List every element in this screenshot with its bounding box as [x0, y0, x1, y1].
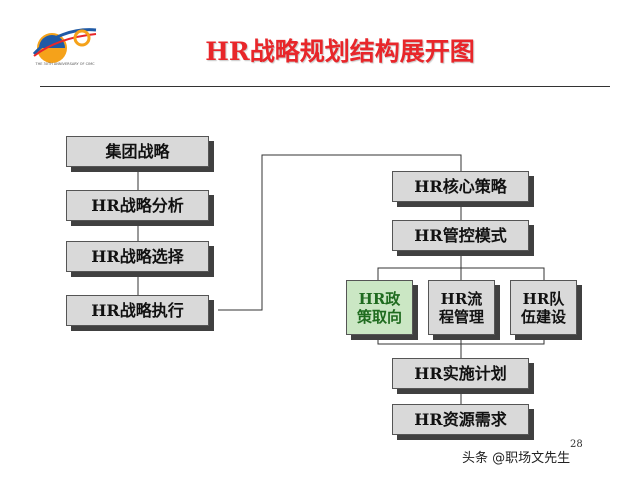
page-number: 28: [570, 439, 583, 450]
connector-sub-bracket-bottom: [377, 335, 545, 345]
hr-team-building-box: HR队 伍建设: [510, 280, 577, 335]
hr-policy-line2: 策取向: [356, 307, 402, 326]
hr-strategy-execution-box: HR战略执行: [66, 295, 209, 326]
hr-process-line2: 程管理: [438, 307, 484, 326]
hr-implementation-plan-box: HR实施计划: [392, 358, 529, 389]
hr-team-line1: HR队: [522, 289, 565, 308]
hr-process-management-box: HR流 程管理: [428, 280, 495, 335]
group-strategy-box: 集团战略: [66, 136, 209, 167]
watermark-text: 头条 @职场文先生: [462, 451, 571, 466]
hr-strategy-selection-box: HR战略选择: [66, 241, 209, 272]
page-title: HR战略规划结构展开图: [205, 37, 475, 66]
hr-process-line1: HR流: [440, 289, 483, 308]
hr-control-mode-box: HR管控模式: [392, 220, 529, 251]
hr-core-strategy-box: HR核心策略: [392, 171, 529, 202]
connector-left-to-right: [218, 154, 462, 311]
hr-policy-line1: HR政: [358, 289, 401, 308]
hr-resource-needs-box: HR资源需求: [392, 404, 529, 435]
hr-policy-orientation-box: HR政 策取向: [346, 280, 413, 335]
hr-team-line2: 伍建设: [520, 307, 566, 326]
company-logo-icon: [30, 18, 100, 70]
logo-caption: THE 30TH ANNIVERSARY OF CIMC: [35, 62, 95, 66]
title-divider: [40, 86, 610, 87]
connector-sub-bracket-top: [377, 267, 545, 280]
hr-strategy-analysis-box: HR战略分析: [66, 190, 209, 221]
